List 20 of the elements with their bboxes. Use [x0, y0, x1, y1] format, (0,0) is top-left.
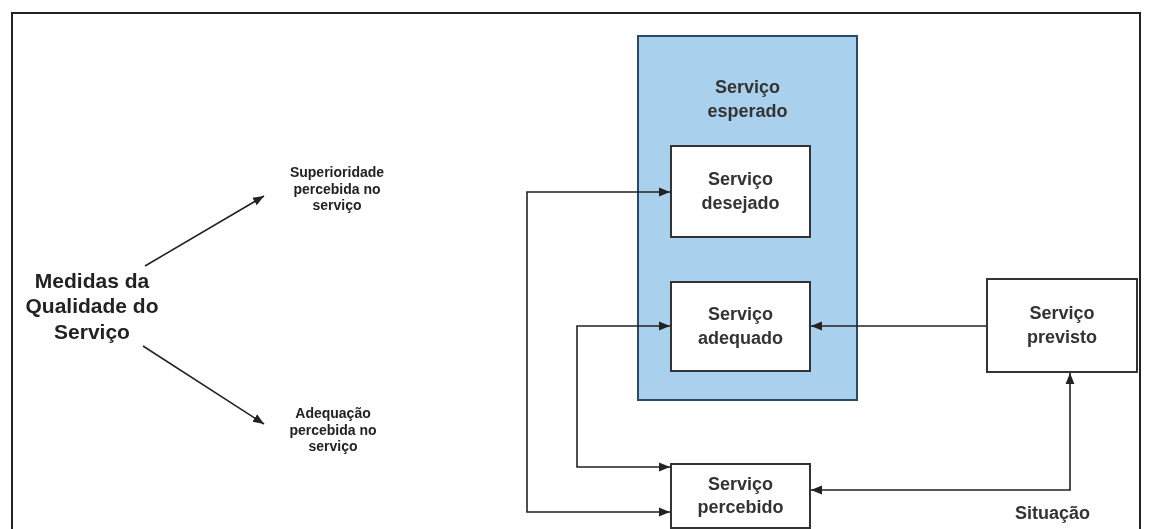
band-title: Serviço esperado: [706, 76, 789, 124]
group-band: [637, 35, 858, 401]
process-box: [670, 281, 811, 372]
box-label: Serviço previsto: [1026, 302, 1098, 349]
arrow: [142, 345, 265, 425]
node-label: Superioridade percebida no serviço: [264, 158, 410, 220]
arrow: [810, 372, 1075, 495]
arrow: [526, 187, 671, 517]
arrow: [810, 321, 987, 331]
process-box: [670, 145, 811, 238]
box-label: Serviço adequado: [697, 303, 784, 350]
box-label: Serviço desejado: [700, 168, 781, 215]
box-label: Serviço percebido: [696, 472, 785, 519]
arrow: [144, 195, 265, 267]
text-label: Situação: [1015, 503, 1091, 524]
node-label: Adequação percebida no serviço: [264, 398, 402, 462]
process-box: [670, 463, 811, 529]
arrow: [576, 321, 671, 472]
node-label: Medidas da Qualidade do Serviço: [12, 266, 172, 346]
process-box: [986, 278, 1138, 373]
